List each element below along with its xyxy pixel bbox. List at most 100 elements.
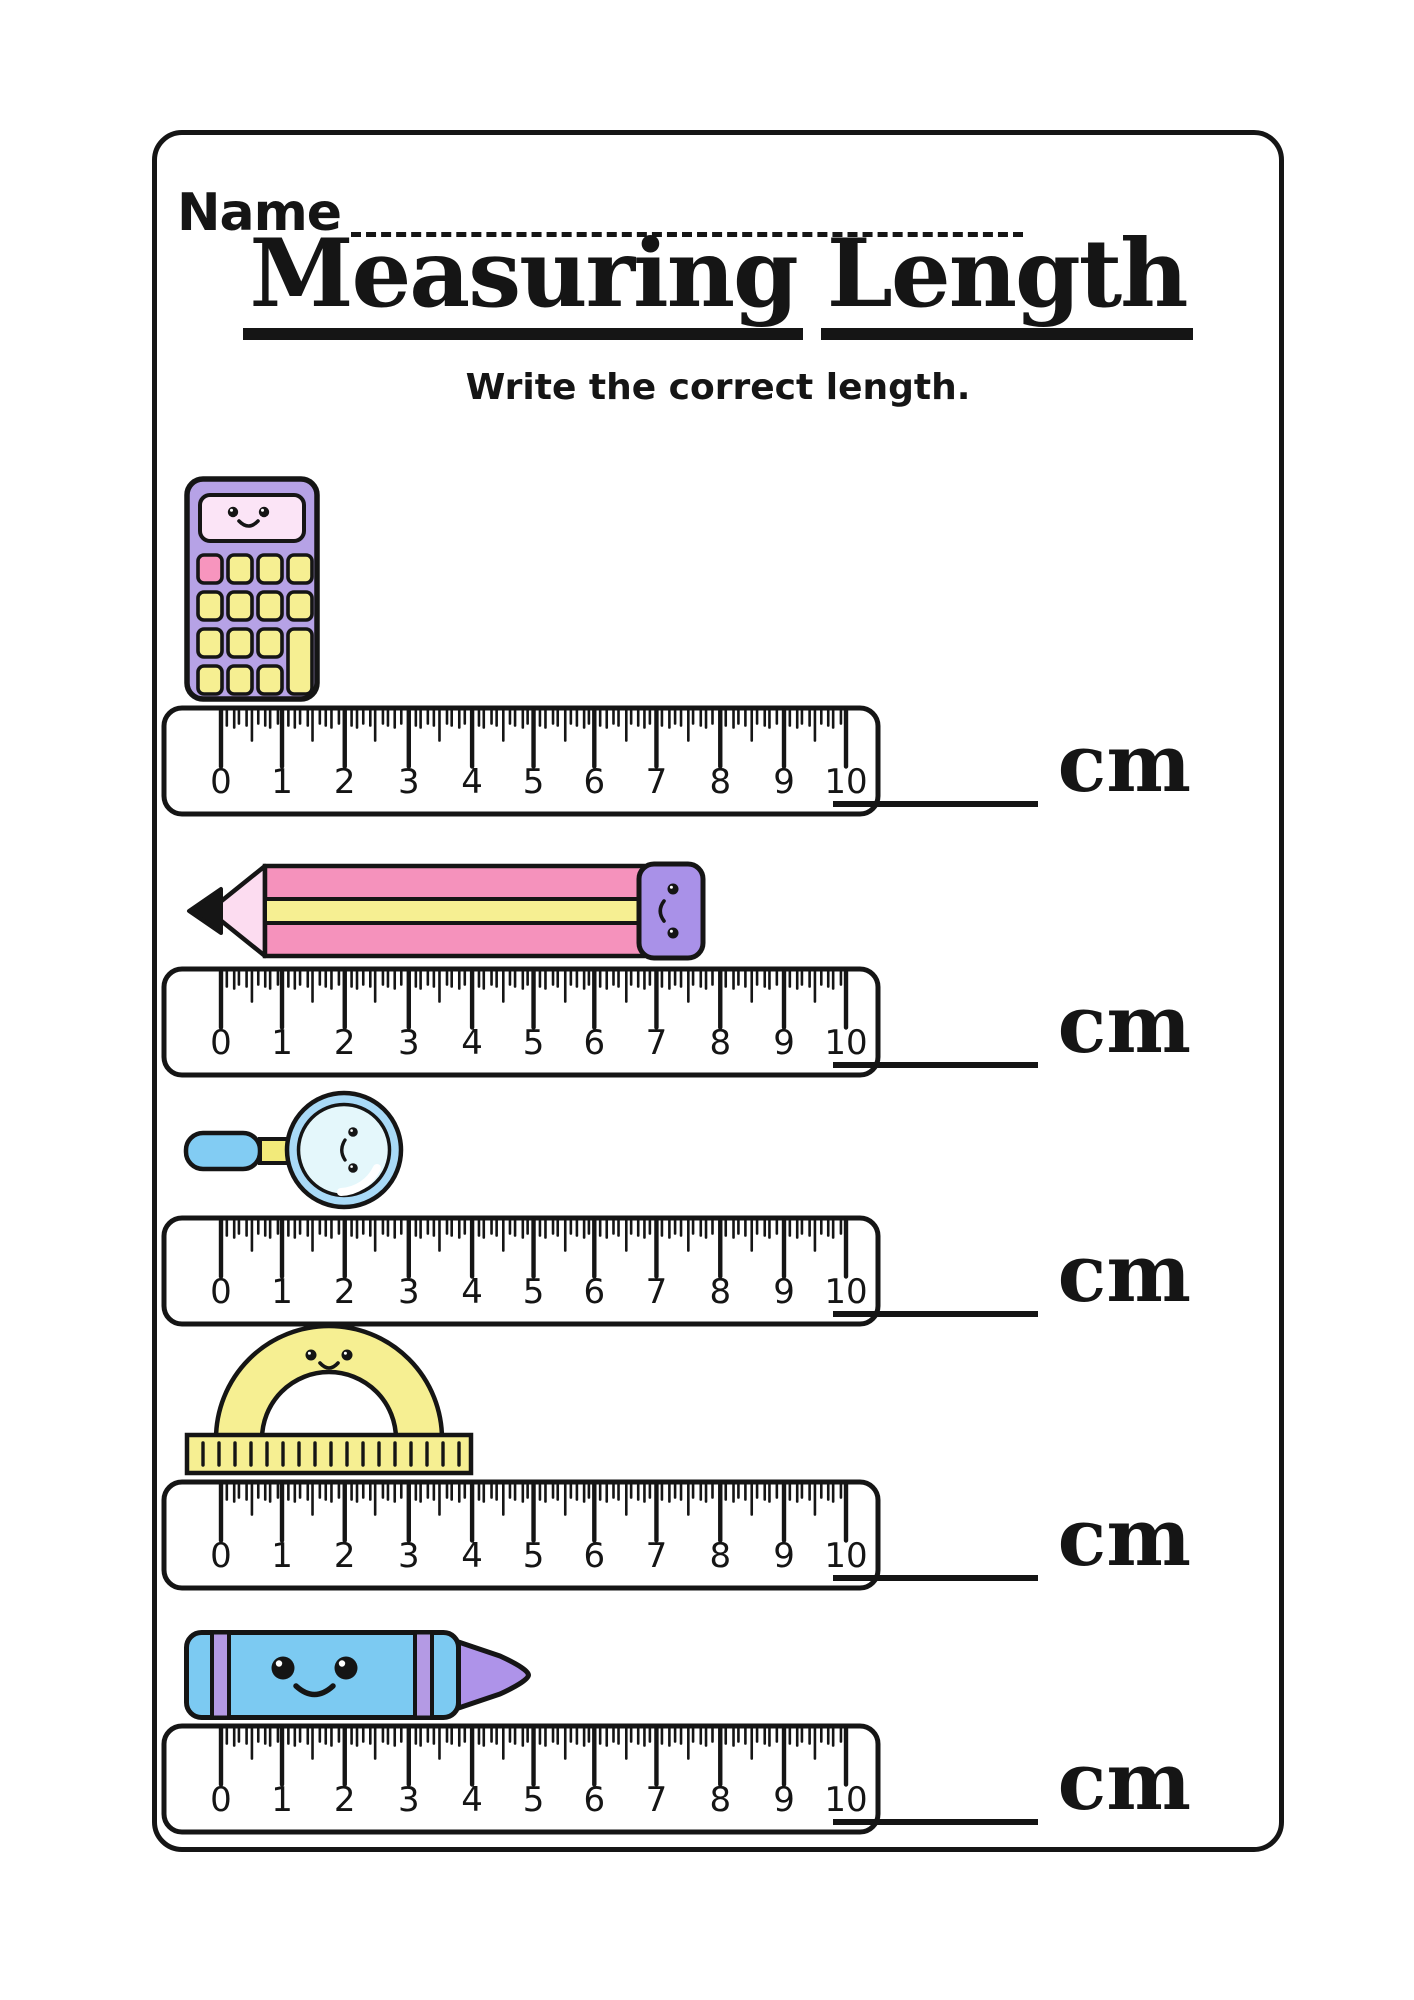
name-label: Name <box>177 183 342 243</box>
answer-blank[interactable] <box>832 1062 1038 1068</box>
svg-text:4: 4 <box>461 1272 483 1312</box>
svg-text:10: 10 <box>824 762 867 802</box>
svg-text:9: 9 <box>773 1272 795 1312</box>
svg-text:7: 7 <box>646 1536 668 1576</box>
svg-text:2: 2 <box>334 762 356 802</box>
svg-text:5: 5 <box>523 1023 545 1063</box>
svg-text:6: 6 <box>583 1536 605 1576</box>
svg-text:1: 1 <box>271 1780 293 1820</box>
protractor-image <box>184 1325 474 1476</box>
calculator-screen <box>198 493 306 543</box>
name-blank-line[interactable] <box>351 232 1024 237</box>
protractor-face-icon <box>305 1349 353 1370</box>
svg-text:1: 1 <box>271 1536 293 1576</box>
svg-text:1: 1 <box>271 1272 293 1312</box>
crayon-stripe-right <box>413 1630 434 1720</box>
instructions: Write the correct length. <box>465 367 971 408</box>
svg-text:0: 0 <box>210 1780 232 1820</box>
svg-text:7: 7 <box>646 1272 668 1312</box>
magnifier-face-icon <box>340 1127 358 1173</box>
svg-text:8: 8 <box>709 1536 731 1576</box>
svg-text:9: 9 <box>773 762 795 802</box>
svg-text:2: 2 <box>334 1780 356 1820</box>
unit-label: cm <box>1057 1490 1191 1584</box>
svg-text:9: 9 <box>773 1780 795 1820</box>
calculator-face-icon <box>227 506 270 528</box>
calculator-image <box>184 476 320 702</box>
lens-highlight <box>337 1164 381 1196</box>
title-word-length: Length <box>820 222 1193 341</box>
svg-text:10: 10 <box>824 1780 867 1820</box>
svg-text:6: 6 <box>583 762 605 802</box>
crayon-stripe-left <box>210 1630 231 1720</box>
svg-text:4: 4 <box>461 762 483 802</box>
crayon-body <box>184 1630 461 1720</box>
svg-text:2: 2 <box>334 1272 356 1312</box>
svg-text:6: 6 <box>583 1023 605 1063</box>
answer-area: cm <box>832 716 1191 810</box>
svg-text:9: 9 <box>773 1023 795 1063</box>
svg-text:7: 7 <box>646 1780 668 1820</box>
svg-text:1: 1 <box>271 1023 293 1063</box>
svg-text:5: 5 <box>523 1780 545 1820</box>
unit-label: cm <box>1057 716 1191 810</box>
unit-label: cm <box>1057 1226 1191 1320</box>
calculator-buttons <box>196 553 314 696</box>
svg-text:8: 8 <box>709 1272 731 1312</box>
svg-text:2: 2 <box>334 1023 356 1063</box>
answer-area: cm <box>832 1226 1191 1320</box>
svg-text:2: 2 <box>334 1536 356 1576</box>
magnifier-lens <box>296 1102 392 1198</box>
svg-text:4: 4 <box>461 1536 483 1576</box>
svg-text:0: 0 <box>210 762 232 802</box>
unit-label: cm <box>1057 977 1191 1071</box>
svg-text:10: 10 <box>824 1023 867 1063</box>
pencil-face-icon <box>658 883 679 939</box>
answer-area: cm <box>832 977 1191 1071</box>
svg-text:8: 8 <box>709 1023 731 1063</box>
svg-text:8: 8 <box>709 1780 731 1820</box>
svg-text:5: 5 <box>523 1272 545 1312</box>
svg-text:0: 0 <box>210 1272 232 1312</box>
svg-text:4: 4 <box>461 1023 483 1063</box>
answer-blank[interactable] <box>832 1819 1038 1825</box>
unit-label: cm <box>1057 1734 1191 1828</box>
pencil-stripe <box>263 897 645 925</box>
svg-text:7: 7 <box>646 1023 668 1063</box>
magnifier-handle <box>183 1130 263 1172</box>
svg-text:6: 6 <box>583 1272 605 1312</box>
svg-text:5: 5 <box>523 762 545 802</box>
svg-text:3: 3 <box>398 1023 420 1063</box>
svg-text:10: 10 <box>824 1272 867 1312</box>
protractor-arch <box>213 1325 445 1442</box>
crayon-face-icon <box>271 1656 358 1698</box>
svg-text:0: 0 <box>210 1536 232 1576</box>
svg-text:3: 3 <box>398 1780 420 1820</box>
svg-text:3: 3 <box>398 1272 420 1312</box>
magnifying-glass-image <box>183 1090 404 1210</box>
svg-text:10: 10 <box>824 1536 867 1576</box>
answer-blank[interactable] <box>832 1311 1038 1317</box>
svg-text:8: 8 <box>709 762 731 802</box>
svg-text:7: 7 <box>646 762 668 802</box>
pencil-image <box>187 861 706 961</box>
answer-blank[interactable] <box>832 801 1038 807</box>
answer-blank[interactable] <box>832 1575 1038 1581</box>
protractor-ticks <box>201 1441 461 1467</box>
svg-text:6: 6 <box>583 1780 605 1820</box>
svg-text:0: 0 <box>210 1023 232 1063</box>
svg-text:4: 4 <box>461 1780 483 1820</box>
answer-area: cm <box>832 1490 1191 1584</box>
